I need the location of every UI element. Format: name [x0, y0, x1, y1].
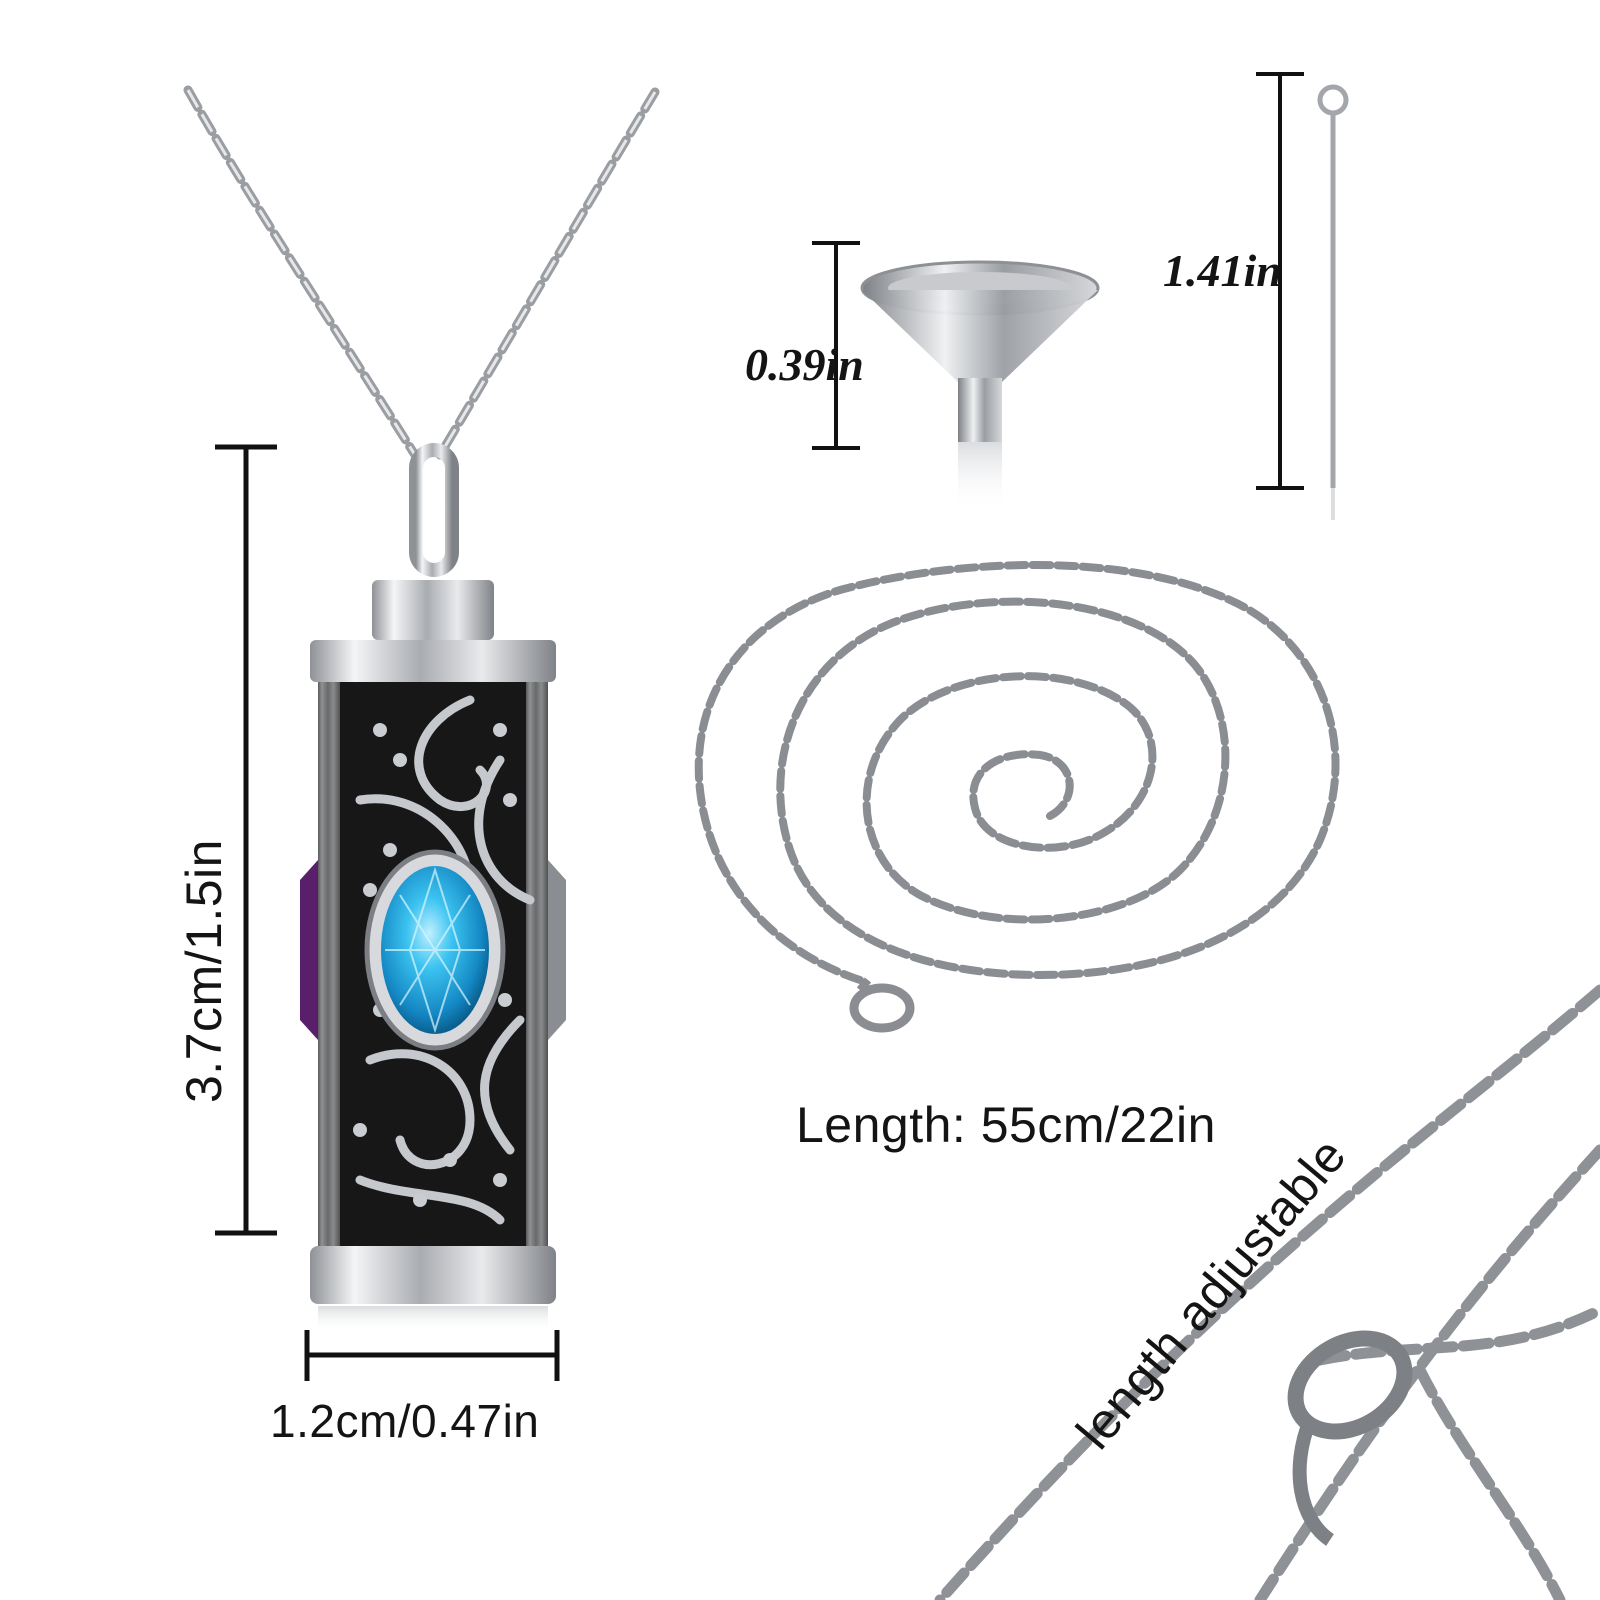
pendant-width-dimension-line: [304, 1330, 560, 1381]
chain-clasp: [849, 977, 915, 1033]
funnel-image: [860, 260, 1100, 512]
pendant-height-dimension-line: [215, 444, 277, 1236]
pin-dimension-line: [1256, 72, 1304, 490]
eye-pin-image: [1317, 84, 1349, 520]
pendant-width-label: 1.2cm/0.47in: [270, 1395, 540, 1447]
coiled-chain-image: [694, 561, 1340, 984]
neck-chain: [183, 85, 660, 460]
extender-chain-closeup: [934, 984, 1600, 1600]
pendant-image: [300, 443, 566, 1332]
funnel-height-label: 0.39in: [745, 339, 864, 390]
pin-length-label: 1.41in: [1163, 245, 1282, 296]
funnel-dimension-line: [812, 241, 860, 450]
lobster-clasp-closeup: [1287, 1330, 1413, 1546]
chain-length-label: Length: 55cm/22in: [796, 1097, 1216, 1153]
pendant-height-label: 3.7cm/1.5in: [176, 839, 232, 1103]
